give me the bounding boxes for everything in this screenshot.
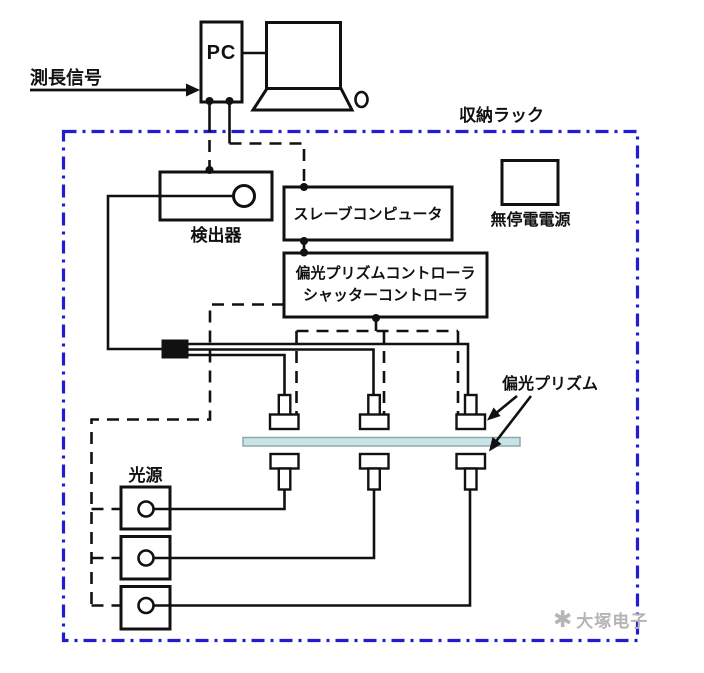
fiber-coupler-block [161,339,189,359]
controller-label-line2: シャッターコントローラ [302,287,468,304]
storage-rack-border [61,129,640,643]
wire-light3-to-prism3 [153,489,472,607]
pc-label: PC [206,42,237,64]
prism-top-1-stem [277,393,292,417]
prism-bottom-3-body [455,452,487,470]
polarizing-prism-label: 偏光プリズム [502,376,599,393]
prism-callout-line-1 [494,394,518,416]
wire-coupler-to-prism-2 [188,348,375,395]
prism-callout-arrowhead-2 [489,437,502,452]
prism-bottom-1-body [269,452,300,470]
watermark: ✱ 大塚电子 [553,607,648,632]
junction-dot [300,183,308,191]
prism-callout-arrowhead-1 [487,407,501,421]
laptop-base [250,87,355,112]
detector-lens-circle [232,184,256,208]
measurement-signal-label: 測長信号 [30,68,102,88]
circle-mark [354,90,369,109]
wire-detector-to-coupler [106,194,233,351]
prism-top-3-stem [463,393,478,417]
detector-label: 検出器 [190,226,242,245]
controller-label: 偏光プリズムコントローラ シャッターコントローラ [284,253,487,317]
dashed-controller-to-light-sources [90,303,284,606]
junction-dot [205,97,214,105]
ups-label: 無停電電源 [490,212,571,229]
prism-top-3-body [455,413,487,431]
junction-dots [205,97,380,322]
controller-label-line1: 偏光プリズムコントローラ [295,265,476,283]
pc-box [199,20,244,104]
junction-dot [372,314,380,322]
watermark-text: 大塚电子 [576,612,649,631]
wire-light2-to-prism2 [153,489,376,560]
prism-top-2-stem [367,393,381,417]
wire-coupler-to-prism-3 [188,342,470,395]
junction-dot [300,248,308,257]
prism-top-1-body [268,413,300,431]
wire-light1-to-prism1 [153,489,286,511]
prism-bottom-2-body [358,452,390,470]
otsuka-logo-icon: ✱ [553,606,573,632]
controller-box [282,251,489,319]
junction-dot [300,237,308,245]
prism-bottom-1-stem [277,467,292,491]
prism-bottom-3-stem [463,467,478,491]
prism-top-2-body [358,413,390,431]
prism-bottom-2-stem [367,467,381,491]
prism-callout-line-2 [492,395,533,445]
slave-computer-box [282,185,454,242]
light-source-label: 光源 [128,466,163,485]
ups-box [500,159,560,206]
light-source-port-1 [137,500,155,518]
light-source-port-2 [137,549,155,567]
storage-rack-label: 収納ラック [459,106,544,125]
junction-dot [225,97,234,105]
light-source-port-3 [137,596,155,615]
junction-dot [205,166,214,174]
laptop-screen [265,21,342,90]
sample-stage-bar [242,436,521,447]
dashed-pc-to-slave [229,142,306,184]
signal-arrowhead [186,83,200,97]
wire-coupler-to-prism-1 [188,353,286,395]
slave-computer-label: スレーブコンピュータ [293,206,443,223]
